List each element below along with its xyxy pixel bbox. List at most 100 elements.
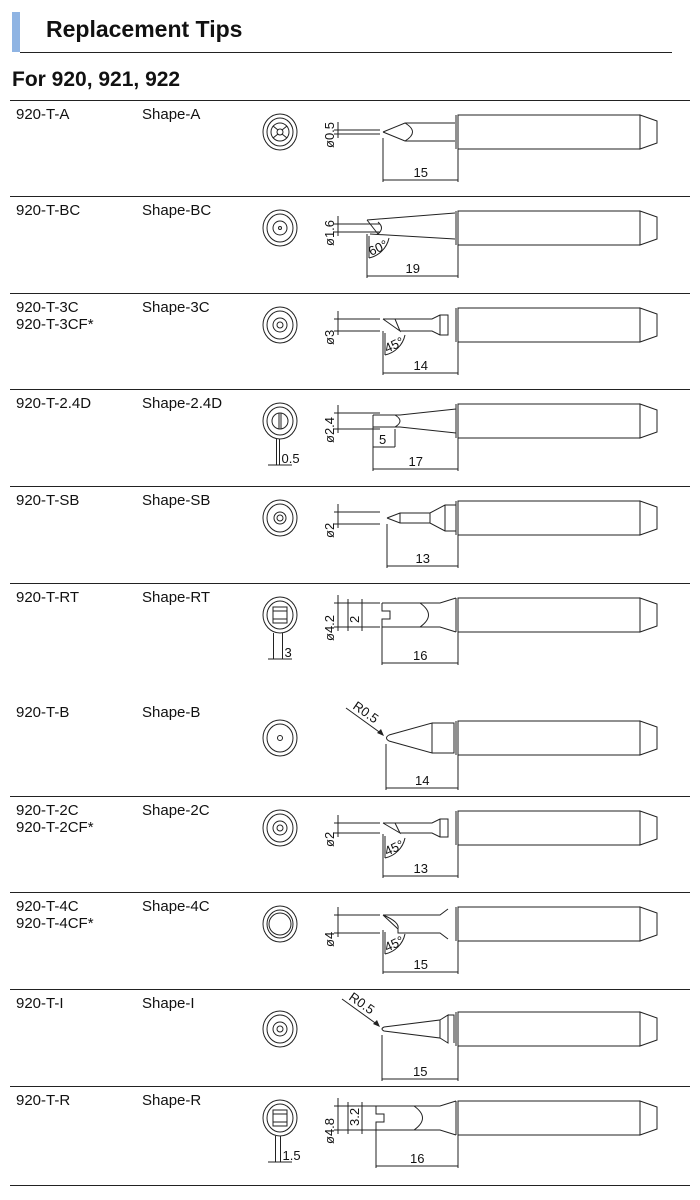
model-number: 920-T-R — [16, 1092, 71, 1109]
shape-name: Shape-2.4D — [142, 395, 223, 412]
tip-body — [375, 1100, 658, 1136]
shape-name: Shape-4C — [142, 898, 210, 915]
end-view-dimension: 0.5 — [282, 451, 300, 466]
model-number: 920-T-SB — [16, 492, 80, 509]
inner-dimension: 3.2 — [347, 1108, 362, 1126]
length-dimension: 13 — [416, 551, 430, 566]
tip-drawing-rt: 3 ø4.2 2 16 — [262, 595, 658, 665]
diameter-dimension: ø2 — [322, 832, 337, 847]
model-cell: 920-T-RT — [16, 589, 79, 606]
flat-dimension: 5 — [379, 432, 386, 447]
end-view-icon — [262, 809, 298, 847]
model-cell: 920-T-SB — [16, 492, 79, 509]
model-number: 920-T-3C — [16, 299, 79, 316]
row-divider — [10, 486, 690, 487]
length-dimension: 15 — [413, 1064, 427, 1079]
row-divider — [10, 1086, 690, 1087]
shape-name: Shape-3C — [142, 299, 210, 316]
tip-body — [386, 720, 658, 756]
length-dimension: 16 — [413, 648, 427, 663]
tip-drawing-r: 1.5ø4.83.216 — [262, 1098, 658, 1168]
row-divider — [10, 583, 690, 584]
row-divider — [10, 1185, 690, 1186]
model-cell: 920-T-2.4D — [16, 395, 91, 412]
tip-drawing-2c: ø2 45° 13 — [262, 809, 658, 878]
tip-body — [382, 307, 658, 343]
model-number: 920-T-RT — [16, 589, 80, 606]
tip-body — [381, 597, 658, 633]
model-number: 920-T-3CF* — [16, 316, 94, 333]
tip-body — [381, 1011, 658, 1047]
model-number: 920-T-BC — [16, 202, 81, 219]
end-view-dimension: 3 — [285, 645, 292, 660]
length-dimension: 16 — [410, 1151, 424, 1166]
length-dimension: 17 — [409, 454, 423, 469]
diameter-dimension: ø4.8 — [322, 1118, 337, 1144]
tip-drawing-a: ø0.5 15 — [262, 113, 658, 182]
model-cell: 920-T-I — [16, 995, 64, 1012]
end-view-icon — [262, 905, 298, 943]
diameter-dimension: ø3 — [322, 330, 337, 345]
inner-dimension: 2 — [347, 616, 362, 623]
end-view-icon — [262, 719, 298, 757]
model-cell: 920-T-A — [16, 106, 69, 123]
row-divider — [10, 989, 690, 990]
length-dimension: 19 — [406, 261, 420, 276]
tip-drawing-sb: ø2 13 — [262, 499, 658, 568]
model-number: 920-T-B — [16, 704, 70, 721]
tip-drawing-i: R0.515 — [262, 989, 658, 1081]
length-dimension: 13 — [414, 861, 428, 876]
shape-name: Shape-I — [142, 995, 195, 1012]
tip-body — [382, 114, 658, 150]
model-cell: 920-T-B — [16, 704, 69, 721]
row-divider — [10, 293, 690, 294]
end-view-icon — [262, 1099, 298, 1137]
model-number: 920-T-4CF* — [16, 915, 94, 932]
row-divider — [10, 892, 690, 893]
section-divider — [10, 100, 690, 101]
model-number: 920-T-A — [16, 106, 70, 123]
shape-name: Shape-RT — [142, 589, 211, 606]
end-view-icon — [262, 306, 298, 344]
shape-name: Shape-A — [142, 106, 201, 123]
length-dimension: 14 — [414, 358, 428, 373]
row-divider — [10, 796, 690, 797]
diameter-dimension: ø2 — [322, 523, 337, 538]
model-number: 920-T-4C — [16, 898, 79, 915]
end-view-icon — [262, 596, 298, 634]
angle-dimension: 45° — [382, 837, 406, 859]
model-number: 920-T-2.4D — [16, 395, 92, 412]
title-accent-bar — [12, 12, 20, 52]
tip-drawing-bc: ø1.660°19 — [262, 209, 658, 278]
tip-drawing-3c: ø3 45° 14 — [262, 306, 658, 375]
model-cell: 920-T-R — [16, 1092, 70, 1109]
model-cell: 920-T-BC — [16, 202, 80, 219]
model-number: 920-T-2C — [16, 802, 79, 819]
tip-body — [366, 210, 658, 246]
title-underline — [20, 52, 672, 53]
tip-drawing-b: R0.514 — [262, 698, 658, 790]
row-divider — [10, 389, 690, 390]
model-number: 920-T-I — [16, 995, 64, 1012]
tip-body — [382, 810, 658, 846]
shape-name: Shape-R — [142, 1092, 202, 1109]
length-dimension: 15 — [414, 165, 428, 180]
shape-name: Shape-B — [142, 704, 201, 721]
end-view-icon — [262, 113, 298, 151]
tip-body — [386, 500, 658, 536]
angle-dimension: 45° — [382, 334, 406, 356]
diameter-dimension: ø0.5 — [322, 122, 337, 148]
length-dimension: 14 — [415, 773, 429, 788]
shape-name: Shape-BC — [142, 202, 212, 219]
shape-name: Shape-SB — [142, 492, 211, 509]
end-view-icon — [262, 499, 298, 537]
page-title: Replacement Tips — [46, 16, 243, 42]
diameter-dimension: ø2.4 — [322, 417, 337, 443]
diameter-dimension: ø4.2 — [322, 615, 337, 641]
end-view-icon — [262, 402, 298, 440]
row-divider — [10, 196, 690, 197]
